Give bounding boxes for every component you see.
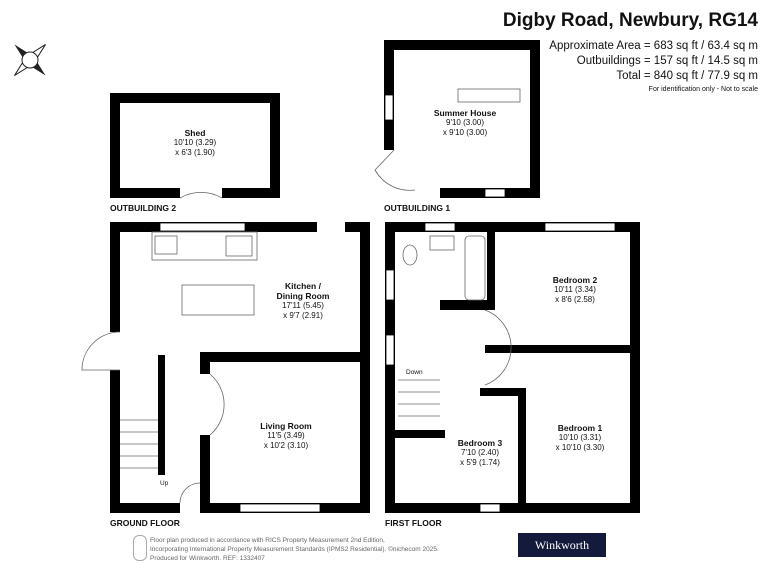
room-summer-house: Summer House 9'10 (3.00) x 9'10 (3.00) [434,108,496,138]
room-name: Summer House [433,108,497,118]
window [384,94,394,121]
room-name: Kitchen / [285,281,321,291]
room-dim: x 10'2 (3.10) [263,441,309,450]
room-name: Dining Room [276,291,330,301]
basin-icon [429,235,455,251]
toilet-icon [402,244,418,266]
room-dim: x 6'3 (1.90) [175,148,215,157]
room-dim: 10'10 (3.29) [173,138,217,147]
room-name: Living Room [260,421,312,431]
room-bedroom-1: Bedroom 1 10'10 (3.31) x 10'10 (3.30) [556,423,605,453]
room-dim: x 9'10 (3.00) [442,128,488,137]
landing-door-swing [484,309,512,386]
first-floor-label: FIRST FLOOR [385,518,442,528]
hob-icon [225,235,253,257]
room-name: Bedroom 3 [457,438,503,448]
ground-floor-label: GROUND FLOOR [110,518,180,528]
room-dim: 11'5 (3.49) [267,431,305,440]
room-dim: x 8'6 (2.58) [555,295,595,304]
window [239,503,321,513]
page-title: Digby Road, Newbury, RG14 [502,10,758,31]
fixtures [81,88,521,504]
room-dim: x 10'10 (3.30) [555,443,605,452]
footer-line: Incorporating International Property Mea… [150,546,439,553]
window [385,269,395,301]
room-name: Bedroom 1 [557,423,603,433]
kitchen-island [181,284,255,316]
window [484,188,506,198]
stairs-first [398,379,440,417]
room-name: Shed [184,128,206,138]
outbuilding-1-label: OUTBUILDING 1 [384,203,451,213]
room-bedroom-3: Bedroom 3 7'10 (2.40) x 5'9 (1.74) [458,438,502,468]
stairs-down-label: Down [406,369,423,376]
windows [159,94,616,513]
room-bedroom-2: Bedroom 2 10'11 (3.34) x 8'6 (2.58) [553,275,597,305]
bathtub-icon [464,235,486,301]
summer-door-swing [374,149,416,191]
outbuildings-area: Outbuildings = 157 sq ft / 14.5 sq m [576,55,758,67]
room-shed: Shed 10'10 (3.29) x 6'3 (1.90) [174,128,216,158]
stairs-ground [120,419,158,469]
front-door-swing [81,331,121,371]
outbuilding-2-label: OUTBUILDING 2 [110,203,177,213]
person-icon [133,535,147,561]
room-kitchen: Kitchen / Dining Room 17'11 (5.45) x 9'7… [277,281,330,321]
scale-note: For identification only - Not to scale [648,86,758,93]
room-dim: 10'11 (3.34) [554,285,596,294]
footer-line: Produced for Winkworth. REF: 1332407 [150,555,265,562]
window [385,334,395,366]
room-dim: x 5'9 (1.74) [460,458,500,467]
window [159,222,246,232]
room-dim: 9'10 (3.00) [445,118,484,127]
room-dim: x 9'7 (2.91) [283,311,323,320]
total-area: Total = 840 sq ft / 77.9 sq m [616,70,758,82]
window [424,222,456,232]
room-living: Living Room 11'5 (3.49) x 10'2 (3.10) [260,421,311,451]
window [544,222,616,232]
kitchen-counter [151,231,258,261]
compass-icon [14,44,46,76]
room-name: Bedroom 2 [552,275,598,285]
shed-door-swing [179,192,223,199]
living-door-swing [209,373,225,436]
approximate-area: Approximate Area = 683 sq ft / 63.4 sq m [549,40,758,52]
stairs-up-label: Up [160,480,169,487]
footer-line: Floor plan produced in accordance with R… [150,537,385,544]
hall-door-swing [179,482,201,504]
footer-text: Floor plan produced in accordance with R… [150,536,439,563]
room-dim: 10'10 (3.31) [558,433,602,442]
sink-icon [154,235,178,255]
summer-house-bench [457,88,521,103]
window [479,503,501,513]
brand-logo: Winkworth [518,533,606,557]
room-dim: 17'11 (5.45) [282,301,324,310]
room-dim: 7'10 (2.40) [461,448,499,457]
